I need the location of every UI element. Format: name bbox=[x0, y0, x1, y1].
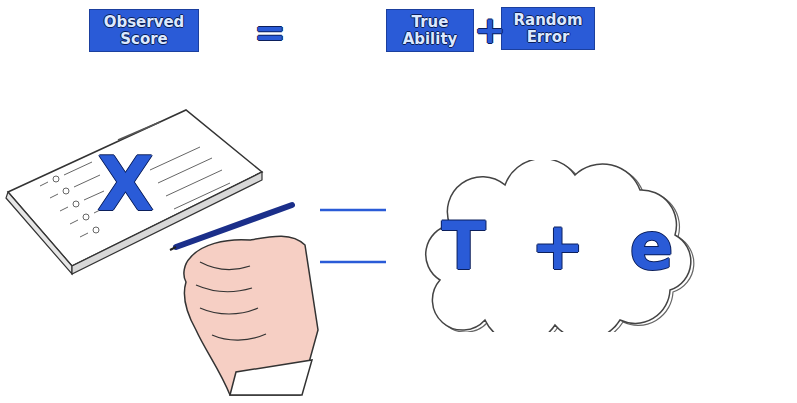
score-symbol: X bbox=[97, 147, 154, 221]
term-text: True Ability bbox=[395, 14, 465, 47]
operator-symbol: = bbox=[254, 13, 286, 51]
term-box: Observed Score bbox=[89, 9, 199, 52]
operator-symbol: + bbox=[474, 11, 506, 49]
term-text: Observed Score bbox=[98, 14, 190, 47]
term-box: True Ability bbox=[386, 9, 474, 52]
writing-hand bbox=[170, 205, 318, 395]
thought-cloud: T + e bbox=[400, 160, 715, 332]
term-box: Random Error bbox=[501, 7, 595, 50]
equals-lines bbox=[320, 210, 386, 262]
formula-text: T + e bbox=[441, 214, 673, 279]
term-text: Random Error bbox=[510, 12, 586, 45]
